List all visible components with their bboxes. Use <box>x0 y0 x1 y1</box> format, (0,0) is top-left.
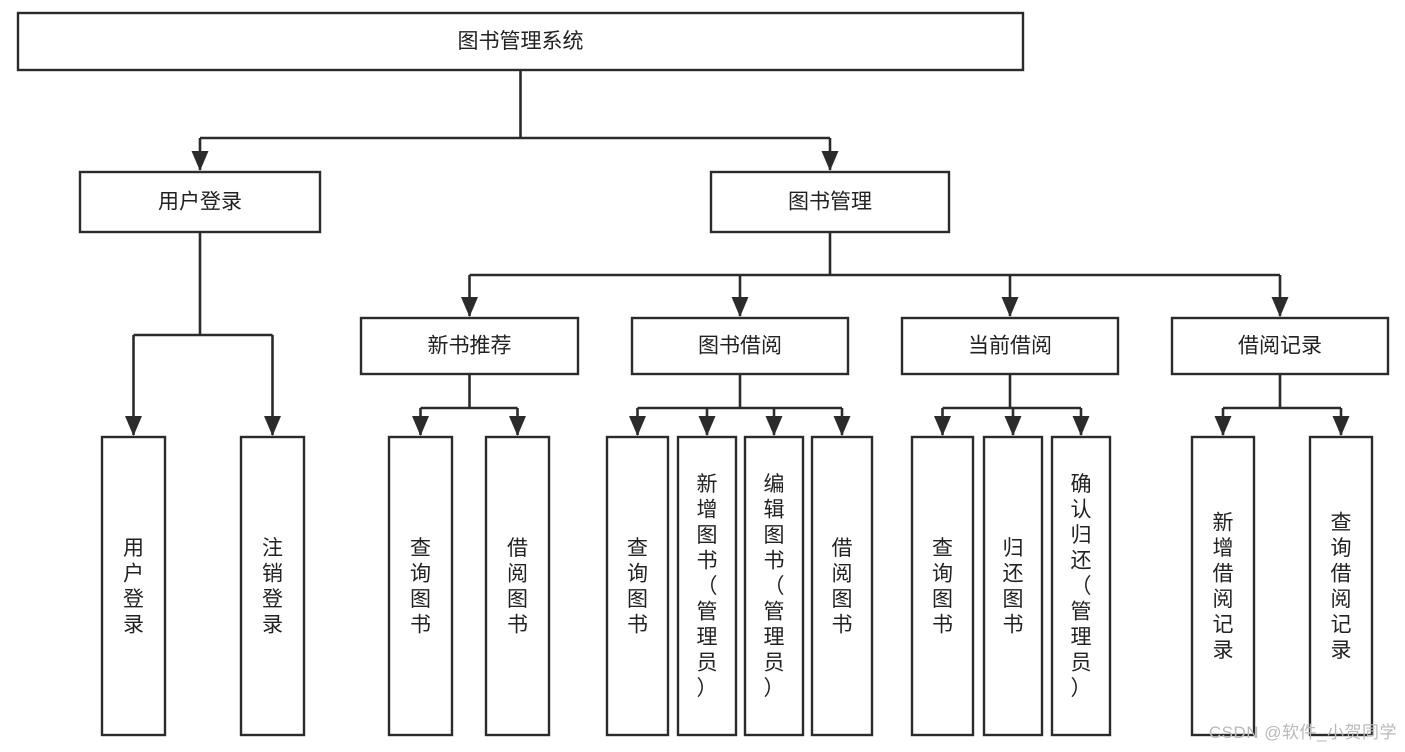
node-leaf-add-borrow-record-box[interactable] <box>1190 435 1256 737</box>
node-user-login[interactable]: 用户登录 <box>78 170 322 234</box>
node-leaf-confirm-return-label: 确认归还（管理员） <box>1071 473 1092 700</box>
arrow-down-icon-level2-1 <box>821 151 839 171</box>
node-leaf-query-book-2[interactable]: 查询图书 <box>605 435 670 737</box>
node-leaf-query-book-3[interactable]: 查询图书 <box>910 435 975 737</box>
node-leaf-query-borrow-record-box[interactable] <box>1308 435 1374 737</box>
node-leaf-user-logout-box[interactable] <box>239 435 306 737</box>
arrow-down-icon-book-borrow-3 <box>833 416 851 436</box>
node-leaf-borrow-book-2-label: 借阅图书 <box>832 537 853 637</box>
node-leaf-user-login-label: 用户登录 <box>123 537 144 637</box>
arrow-down-icon-current-borrow-2 <box>1072 416 1090 436</box>
arrow-down-icon-book-borrow-2 <box>765 416 783 436</box>
node-leaf-confirm-return-box[interactable] <box>1050 435 1112 737</box>
node-leaf-add-borrow-record-label: 新增借阅记录 <box>1213 511 1234 662</box>
node-book-manage-label: 图书管理 <box>788 191 872 214</box>
arrow-down-icon-level3-0 <box>461 297 478 317</box>
node-leaf-query-borrow-record[interactable]: 查询借阅记录 <box>1308 435 1374 737</box>
arrow-down-icon-book-borrow-1 <box>698 416 716 436</box>
arrow-down-icon-level3-2 <box>1001 297 1019 317</box>
node-leaf-return-book-box[interactable] <box>982 435 1044 737</box>
node-current-borrow-label: 当前借阅 <box>968 335 1052 358</box>
node-book-manage[interactable]: 图书管理 <box>709 170 951 234</box>
node-leaf-user-login[interactable]: 用户登录 <box>100 435 167 737</box>
arrow-down-icon-new-book-recommend-0 <box>412 416 429 436</box>
arrow-down-icon-current-borrow-1 <box>1004 416 1022 436</box>
node-leaf-return-book[interactable]: 归还图书 <box>982 435 1044 737</box>
node-leaf-query-book-3-label: 查询图书 <box>932 537 953 637</box>
node-leaf-borrow-book-1[interactable]: 借阅图书 <box>484 435 551 737</box>
node-new-book-recommend-label: 新书推荐 <box>428 335 512 358</box>
node-leaf-user-logout-label: 注销登录 <box>262 537 283 637</box>
arrow-down-icon-current-borrow-0 <box>934 416 951 436</box>
arrow-down-icon-level3-3 <box>1271 297 1289 317</box>
node-root-root[interactable]: 图书管理系统 <box>16 11 1025 72</box>
node-book-borrow-box[interactable] <box>630 316 850 376</box>
node-leaf-edit-book-box[interactable] <box>743 435 805 737</box>
connectors-layer <box>125 70 1350 436</box>
node-current-borrow-box[interactable] <box>900 316 1120 376</box>
node-leaf-query-book-1-box[interactable] <box>387 435 454 737</box>
node-borrow-record-label: 借阅记录 <box>1238 335 1322 358</box>
node-user-login-box[interactable] <box>78 170 322 234</box>
arrow-down-icon-book-borrow-0 <box>629 416 646 436</box>
node-leaf-query-book-1[interactable]: 查询图书 <box>387 435 454 737</box>
node-leaf-query-book-2-label: 查询图书 <box>627 537 648 637</box>
nodes-layer: 图书管理系统用户登录图书管理新书推荐图书借阅当前借阅借阅记录用户登录注销登录查询… <box>16 11 1390 737</box>
node-leaf-add-book-label: 新增图书（管理员） <box>697 473 718 700</box>
node-leaf-borrow-book-1-box[interactable] <box>484 435 551 737</box>
node-book-borrow[interactable]: 图书借阅 <box>630 316 850 376</box>
node-current-borrow[interactable]: 当前借阅 <box>900 316 1120 376</box>
arrow-down-icon-level3-1 <box>731 297 749 317</box>
node-leaf-borrow-book-2-box[interactable] <box>810 435 874 737</box>
node-leaf-user-logout[interactable]: 注销登录 <box>239 435 306 737</box>
node-leaf-add-borrow-record[interactable]: 新增借阅记录 <box>1190 435 1256 737</box>
node-root-root-label: 图书管理系统 <box>458 30 584 53</box>
node-leaf-borrow-book-1-label: 借阅图书 <box>507 537 528 637</box>
arrow-down-icon-new-book-recommend-1 <box>509 416 526 436</box>
node-leaf-confirm-return[interactable]: 确认归还（管理员） <box>1050 435 1112 737</box>
node-book-manage-box[interactable] <box>709 170 951 234</box>
node-leaf-borrow-book-2[interactable]: 借阅图书 <box>810 435 874 737</box>
arrow-down-icon-user-login-0 <box>125 416 142 436</box>
arrow-down-icon-borrow-record-1 <box>1332 416 1350 436</box>
node-leaf-user-login-box[interactable] <box>100 435 167 737</box>
node-new-book-recommend[interactable]: 新书推荐 <box>359 316 580 376</box>
node-borrow-record-box[interactable] <box>1170 316 1390 376</box>
node-leaf-query-book-1-label: 查询图书 <box>410 537 431 637</box>
node-user-login-label: 用户登录 <box>158 191 242 214</box>
csdn-watermark: CSDN @软件_小贺同学 <box>1208 723 1397 742</box>
node-root-root-box[interactable] <box>16 11 1025 72</box>
node-leaf-query-borrow-record-label: 查询借阅记录 <box>1331 511 1352 662</box>
node-leaf-query-book-2-box[interactable] <box>605 435 670 737</box>
node-leaf-query-book-3-box[interactable] <box>910 435 975 737</box>
node-leaf-return-book-label: 归还图书 <box>1003 537 1024 637</box>
node-leaf-add-book[interactable]: 新增图书（管理员） <box>676 435 738 737</box>
node-leaf-edit-book-label: 编辑图书（管理员） <box>764 473 785 700</box>
node-new-book-recommend-box[interactable] <box>359 316 580 376</box>
node-leaf-add-book-box[interactable] <box>676 435 738 737</box>
arrow-down-icon-borrow-record-0 <box>1214 416 1232 436</box>
node-book-borrow-label: 图书借阅 <box>698 335 782 358</box>
node-borrow-record[interactable]: 借阅记录 <box>1170 316 1390 376</box>
arrow-down-icon-user-login-1 <box>264 416 281 436</box>
node-leaf-edit-book[interactable]: 编辑图书（管理员） <box>743 435 805 737</box>
arrow-down-icon-level2-0 <box>191 151 209 171</box>
